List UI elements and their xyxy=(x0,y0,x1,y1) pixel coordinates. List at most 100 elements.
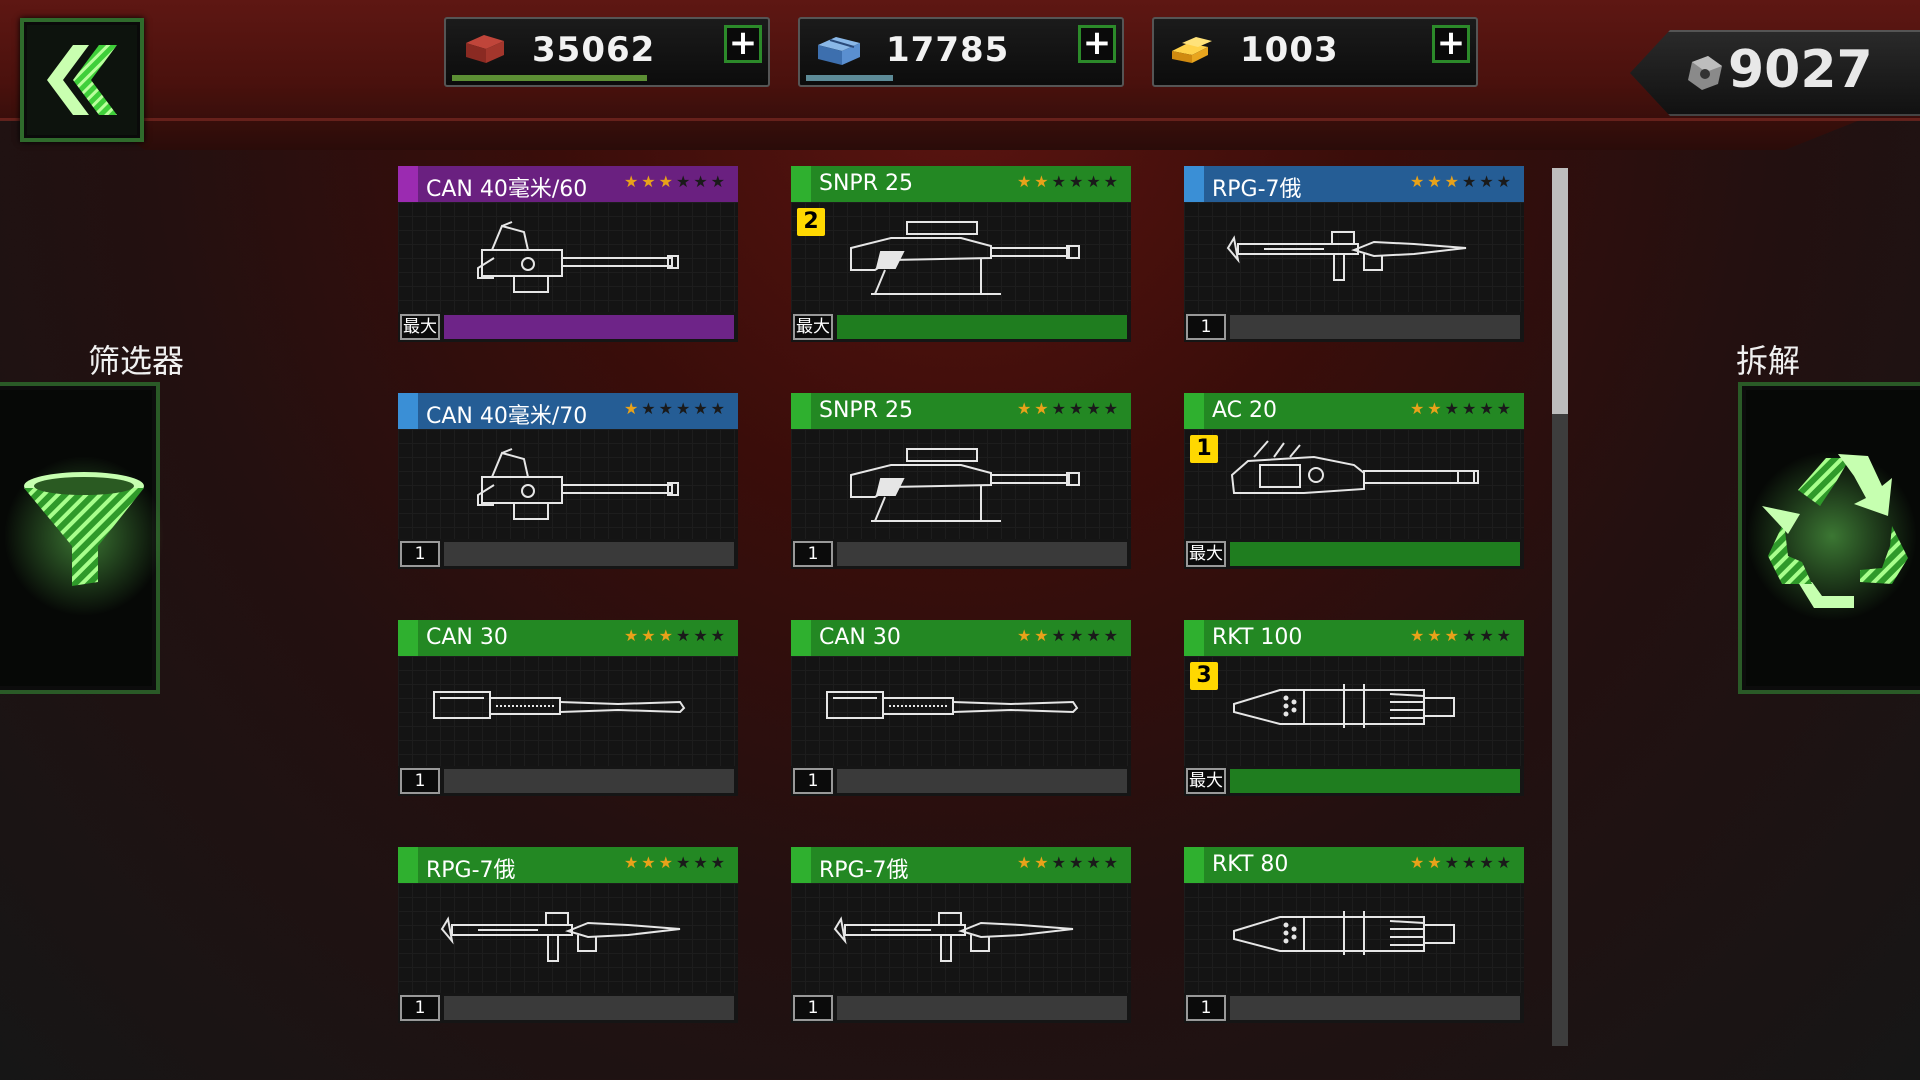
star-icon: ★ xyxy=(675,399,694,418)
weapon-card[interactable]: RPG-7俄 ★★★★★★ 1 xyxy=(398,847,738,1023)
star-rating: ★★★★★★ xyxy=(1017,853,1121,872)
weapon-card[interactable]: RKT 100 ★★★★★★ 3 最大 xyxy=(1184,620,1524,796)
star-icon: ★ xyxy=(1051,853,1069,872)
weapon-card[interactable]: CAN 30 ★★★★★★ 1 xyxy=(398,620,738,796)
star-icon: ★ xyxy=(1068,853,1087,872)
rpg-icon xyxy=(1226,231,1467,281)
level-progress-bar xyxy=(1230,542,1520,566)
star-icon: ★ xyxy=(623,172,642,191)
rpg-icon xyxy=(440,912,681,962)
cannon-icon xyxy=(477,448,679,520)
star-icon: ★ xyxy=(1068,172,1087,191)
level-label: 1 xyxy=(793,541,833,567)
star-icon: ★ xyxy=(658,172,676,191)
hex-nut-icon xyxy=(1688,56,1722,90)
star-icon: ★ xyxy=(1461,172,1480,191)
level-row: 1 xyxy=(791,993,1131,1023)
add-steel-button[interactable]: + xyxy=(724,25,762,63)
star-rating: ★★★★★★ xyxy=(1410,626,1514,645)
resource-gold: 1003 + xyxy=(1152,17,1478,87)
star-icon: ★ xyxy=(1479,172,1497,191)
weapon-card-header: RPG-7俄 ★★★★★★ xyxy=(791,847,1131,883)
star-rating: ★★★★★★ xyxy=(624,172,728,191)
weapon-card[interactable]: SNPR 25 ★★★★★★ 1 xyxy=(791,393,1131,569)
weapon-card[interactable]: SNPR 25 ★★★★★★ 2 最大 xyxy=(791,166,1131,342)
star-icon: ★ xyxy=(1051,626,1069,645)
star-icon: ★ xyxy=(623,399,642,418)
rarity-accent xyxy=(1184,847,1204,883)
blocks-progress-bar xyxy=(806,75,893,81)
weapon-card[interactable]: RPG-7俄 ★★★★★★ 1 xyxy=(791,847,1131,1023)
scrollbar-thumb[interactable] xyxy=(1552,168,1568,414)
weapon-image xyxy=(791,429,1131,539)
weapon-image xyxy=(1184,202,1524,312)
level-row: 1 xyxy=(398,993,738,1023)
longgun-icon xyxy=(826,691,1079,719)
steel-progress-bar xyxy=(452,75,647,81)
count-badge: 3 xyxy=(1190,662,1218,690)
weapon-name: CAN 40毫米/70 xyxy=(426,404,588,429)
blue-blocks-icon xyxy=(818,37,860,65)
star-icon: ★ xyxy=(675,626,694,645)
level-progress-bar xyxy=(444,542,734,566)
rarity-accent xyxy=(398,847,418,883)
level-progress-fill xyxy=(1230,769,1520,793)
star-icon: ★ xyxy=(693,172,711,191)
gold-amount: 1003 xyxy=(1240,30,1339,70)
star-icon: ★ xyxy=(1479,626,1497,645)
back-button[interactable] xyxy=(20,18,144,142)
star-icon: ★ xyxy=(1016,853,1035,872)
weapon-card[interactable]: RKT 80 ★★★★★★ 1 xyxy=(1184,847,1524,1023)
filter-button[interactable] xyxy=(0,382,164,694)
weapon-card[interactable]: CAN 30 ★★★★★★ 1 xyxy=(791,620,1131,796)
level-progress-bar xyxy=(837,996,1127,1020)
level-row: 1 xyxy=(791,766,1131,796)
star-icon: ★ xyxy=(1427,626,1445,645)
dismantle-button[interactable] xyxy=(1738,382,1920,694)
filter-label: 筛选器 xyxy=(88,342,185,380)
blocks-amount: 17785 xyxy=(886,30,1010,70)
gold-bars-icon xyxy=(1172,37,1212,63)
star-icon: ★ xyxy=(1103,626,1121,645)
cannon-icon xyxy=(477,221,679,293)
level-progress-bar xyxy=(444,769,734,793)
weapon-card[interactable]: RPG-7俄 ★★★★★★ 1 xyxy=(1184,166,1524,342)
rarity-accent xyxy=(1184,166,1204,202)
weapon-name: AC 20 xyxy=(1212,398,1278,423)
level-row: 最大 xyxy=(1184,766,1524,796)
level-progress-fill xyxy=(1230,542,1520,566)
weapon-name: SNPR 25 xyxy=(819,171,913,196)
level-progress-bar xyxy=(837,542,1127,566)
add-blocks-button[interactable]: + xyxy=(1078,25,1116,63)
star-rating: ★★★★★★ xyxy=(1017,626,1121,645)
star-icon: ★ xyxy=(1103,172,1121,191)
level-row: 最大 xyxy=(1184,539,1524,569)
count-badge: 1 xyxy=(1190,435,1218,463)
star-icon: ★ xyxy=(1409,626,1428,645)
weapon-name: RKT 100 xyxy=(1212,625,1303,650)
weapon-name: RPG-7俄 xyxy=(1212,177,1302,202)
sniper-icon xyxy=(850,221,1080,295)
rocket-icon xyxy=(1233,684,1455,728)
weapon-card[interactable]: AC 20 ★★★★★★ 1 最大 xyxy=(1184,393,1524,569)
star-icon: ★ xyxy=(623,853,642,872)
level-label: 1 xyxy=(1186,314,1226,340)
star-icon: ★ xyxy=(1444,172,1462,191)
level-progress-bar xyxy=(444,996,734,1020)
weapon-name: RKT 80 xyxy=(1212,852,1289,877)
top-frame-line xyxy=(0,118,1920,121)
star-icon: ★ xyxy=(1461,399,1480,418)
rocket-icon xyxy=(1233,911,1455,955)
weapon-name: RPG-7俄 xyxy=(426,858,516,883)
star-rating: ★★★★★★ xyxy=(1410,172,1514,191)
weapon-card[interactable]: CAN 40毫米/70 ★★★★★★ 1 xyxy=(398,393,738,569)
star-icon: ★ xyxy=(1461,853,1480,872)
star-icon: ★ xyxy=(1086,172,1104,191)
nuts-currency: 9027 xyxy=(1630,30,1920,116)
star-icon: ★ xyxy=(641,626,659,645)
weapon-card-header: CAN 40毫米/60 ★★★★★★ xyxy=(398,166,738,202)
weapon-image xyxy=(398,656,738,766)
add-gold-button[interactable]: + xyxy=(1432,25,1470,63)
weapon-card[interactable]: CAN 40毫米/60 ★★★★★★ 最大 xyxy=(398,166,738,342)
nuts-amount: 9027 xyxy=(1728,40,1873,100)
